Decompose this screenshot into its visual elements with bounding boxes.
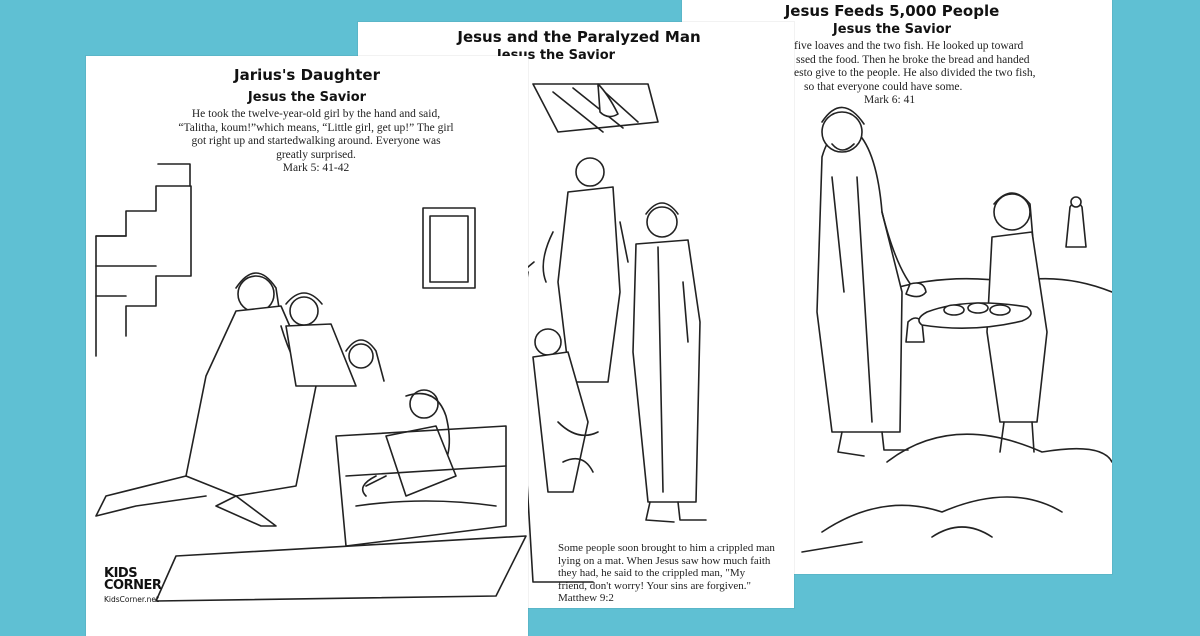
illustration-paralyzed-man: [517, 83, 707, 583]
page-title: Jarius's Daughter: [233, 66, 380, 84]
scripture-caption: He took the twelve-year-old girl by the …: [126, 108, 506, 176]
caption-line: five loaves and the two fish. He looked …: [794, 40, 1024, 52]
logo-line: KIDS: [104, 566, 138, 581]
page-title: Jesus Feeds 5,000 People: [784, 2, 1000, 20]
scripture-caption: Some people soon brought to him a crippl…: [558, 542, 788, 605]
illustration-jarius-daughter: [95, 163, 527, 602]
scripture-reference: Mark 5: 41-42: [282, 162, 350, 174]
caption-line: they had, he said to the crippled man, "…: [558, 567, 746, 579]
page-title: Jesus and the Paralyzed Man: [457, 28, 701, 46]
logo-line: CORNER: [104, 578, 162, 593]
scripture-caption: five loaves and the two fish. He looked …: [794, 40, 1112, 108]
page-subtitle: Jesus the Savior: [832, 22, 952, 37]
caption-line: ssed the food. Then he broke the bread a…: [796, 53, 1030, 66]
illustration-jesus-feeding: [801, 106, 1112, 553]
scripture-reference: Mark 6: 41: [864, 94, 916, 106]
scripture-reference: Matthew 9:2: [558, 592, 614, 604]
page-subtitle: Jesus the Savior: [247, 90, 367, 105]
kids-corner-logo: KIDS CORNER KidsCorner.net: [104, 566, 162, 604]
logo-url: KidsCorner.net: [104, 595, 159, 604]
coloring-page-jarius-daughter: Jarius's Daughter Jesus the Savior He to…: [86, 56, 528, 636]
caption-line: esto give to the people. He also divided…: [794, 67, 1036, 79]
caption-line: greatly surprised.: [276, 148, 356, 161]
caption-line: so that everyone could have some.: [804, 80, 963, 93]
caption-line: “Talitha, koum!”which means, “Little gir…: [178, 121, 454, 134]
caption-line: friend, don't worry! Your sins are forgi…: [558, 579, 751, 592]
caption-line: got right up and startedwalking around. …: [191, 135, 441, 147]
caption-line: lying on a mat. When Jesus saw how much …: [558, 554, 771, 567]
caption-line: Some people soon brought to him a crippl…: [558, 542, 775, 554]
caption-line: He took the twelve-year-old girl by the …: [191, 108, 441, 120]
